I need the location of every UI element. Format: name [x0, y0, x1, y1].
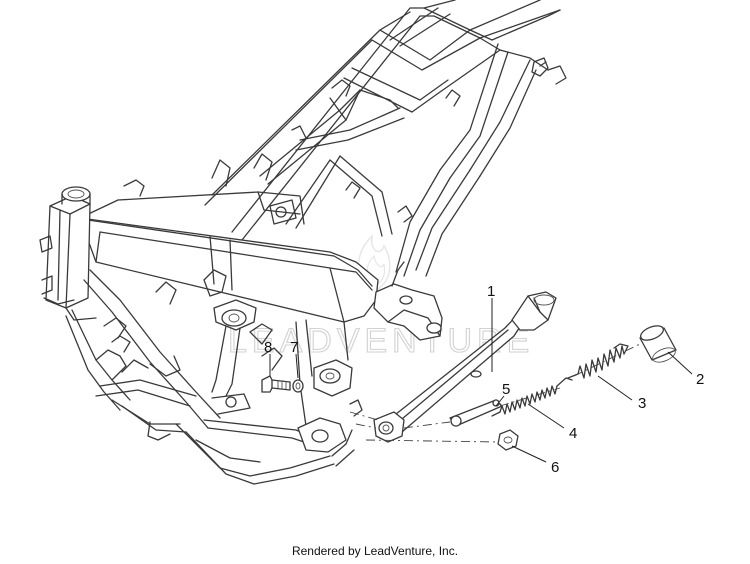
frame-cradle — [65, 269, 355, 485]
part-side-stand — [373, 291, 557, 443]
leader-7 — [295, 353, 299, 379]
leader-lines — [269, 298, 693, 463]
assembly-lines — [349, 343, 641, 443]
callout-8: 8 — [264, 339, 272, 356]
callout-7: 7 — [290, 339, 298, 356]
callout-1: 1 — [487, 283, 495, 300]
render-credit: Rendered by LeadVenture, Inc. — [291, 544, 459, 558]
callout-2: 2 — [696, 371, 704, 388]
part-small-spring — [491, 377, 573, 417]
part-washer — [292, 379, 304, 393]
callout-5: 5 — [502, 381, 510, 398]
leader-3 — [597, 375, 633, 401]
frame-upper-subframe — [204, 0, 567, 277]
frame-rear-bracket — [373, 261, 443, 341]
leader-2 — [667, 351, 693, 375]
callout-6: 6 — [551, 459, 559, 476]
leader-5 — [495, 395, 505, 407]
part-nut — [497, 429, 519, 451]
callout-4: 4 — [569, 425, 577, 442]
callout-3: 3 — [638, 395, 646, 412]
frame-main-spar — [79, 179, 379, 323]
leader-4 — [527, 403, 565, 429]
part-sleeve — [639, 325, 677, 363]
leader-6 — [511, 445, 547, 463]
frame-steering-head — [39, 186, 97, 321]
part-spring-plate — [449, 399, 503, 427]
callouts: 1 2 3 4 5 6 7 8 — [264, 283, 704, 476]
part-bolt — [261, 375, 291, 393]
frame-swingarm-pivot — [211, 299, 363, 453]
part-large-spring — [567, 343, 629, 379]
